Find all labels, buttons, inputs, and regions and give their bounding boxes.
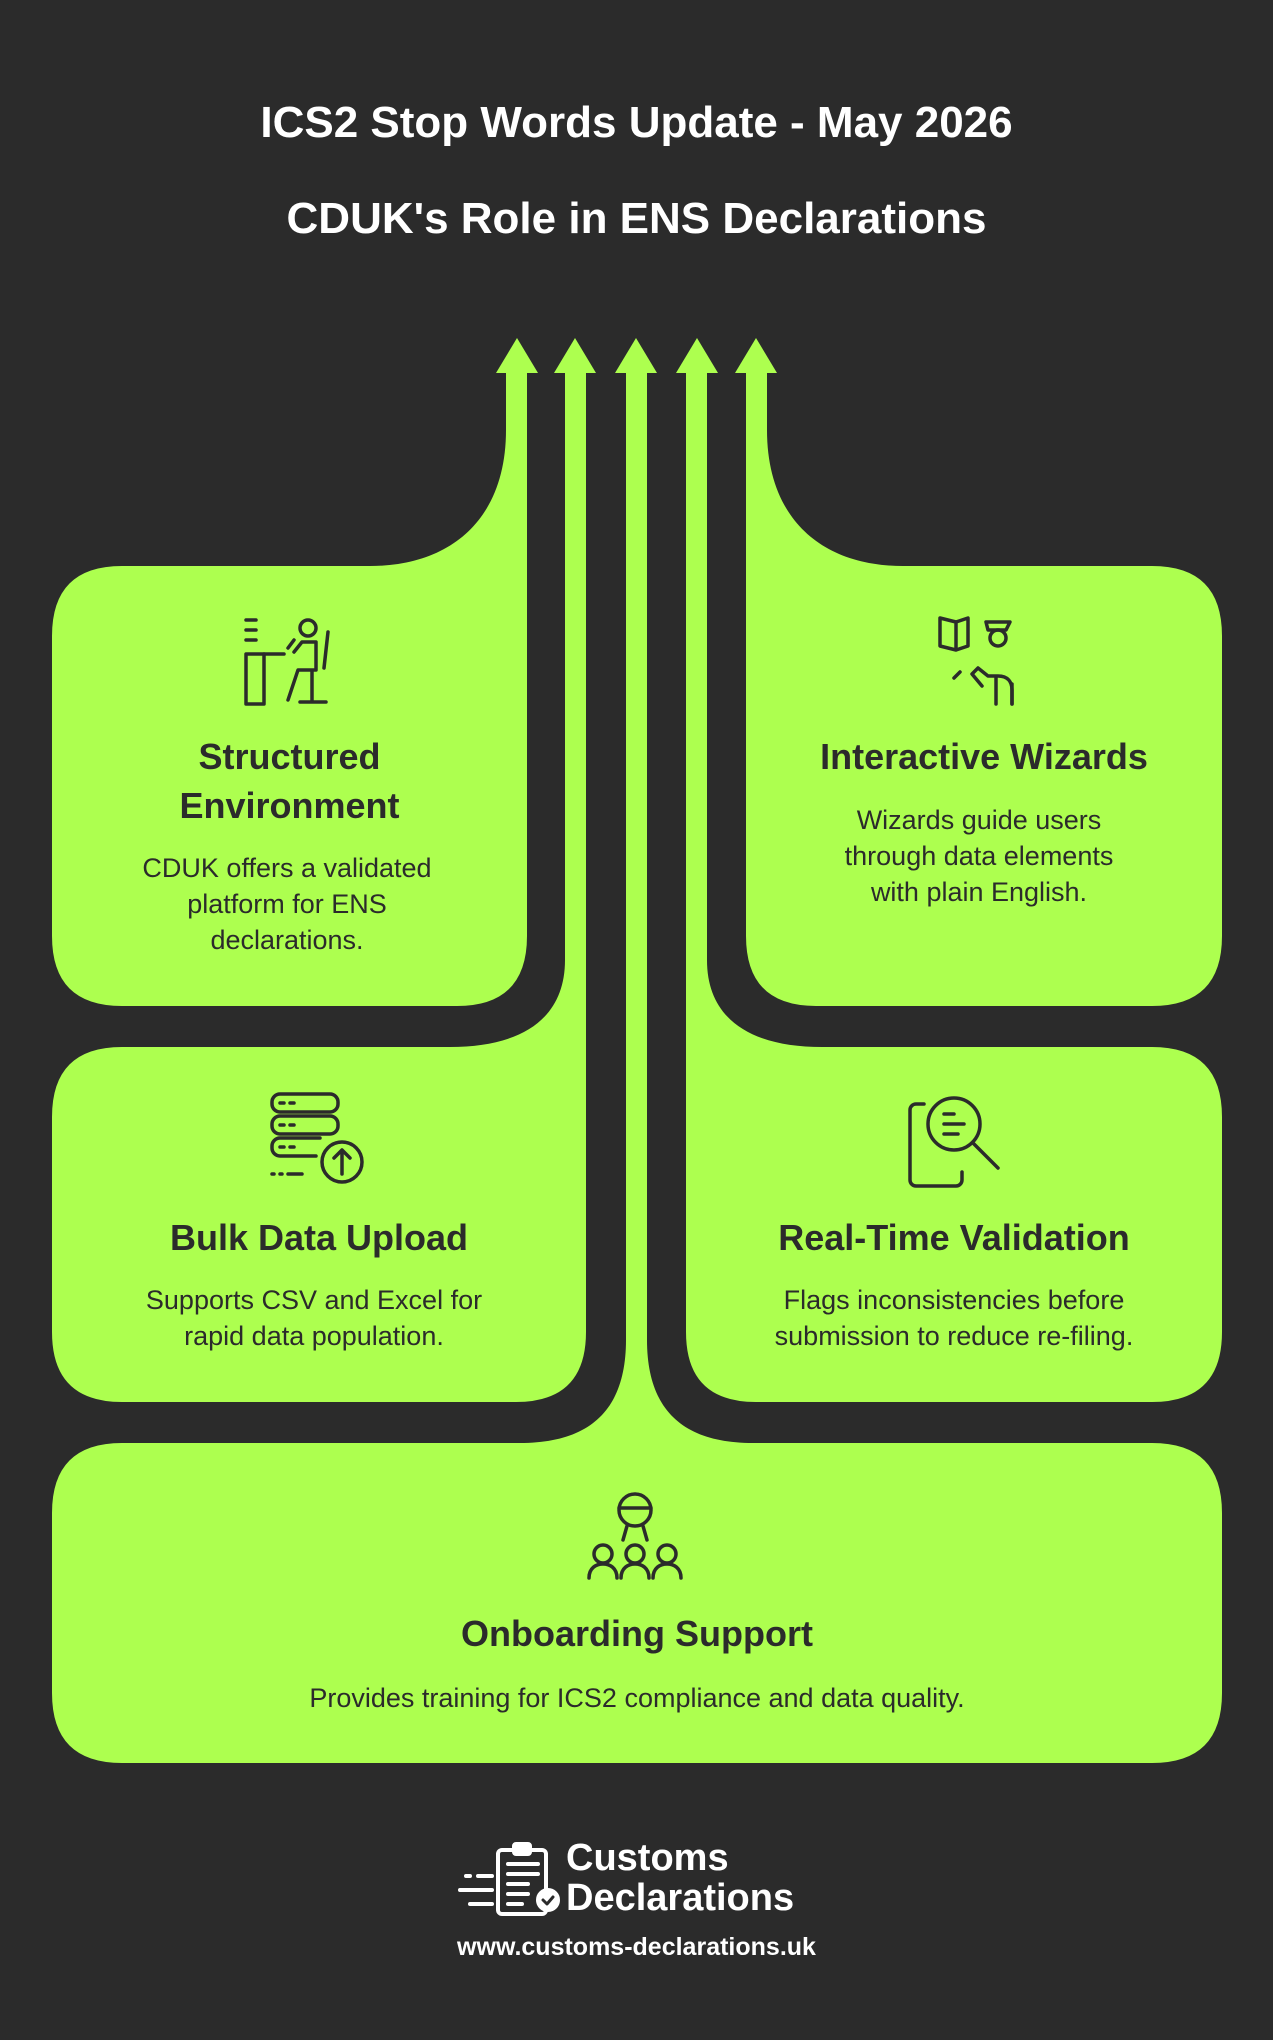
- document-search-icon: [904, 1090, 1004, 1190]
- description-line: Supports CSV and Excel for: [145, 1285, 483, 1315]
- logo-line: Declarations: [566, 1877, 795, 1919]
- page-title: ICS2 Stop Words Update - May 2026: [260, 98, 1013, 147]
- database-upload-icon: [268, 1090, 368, 1190]
- description-line: platform for ENS: [187, 889, 387, 919]
- card-title-bulk-data-upload: Bulk Data Upload: [169, 1217, 469, 1258]
- title-line: Environment: [179, 785, 400, 826]
- page-subtitle: CDUK's Role in ENS Declarations: [286, 194, 987, 243]
- card-title-structured-environment: Structured Environment: [52, 732, 527, 830]
- description-line: CDUK offers a validated: [142, 853, 432, 883]
- description-line: Flags inconsistencies before: [783, 1285, 1125, 1315]
- card-shape-interactive-wizards: [746, 370, 1222, 1006]
- card-shape-bulk-data-upload: [52, 370, 586, 1402]
- card-title-real-time-validation: Real-Time Validation: [778, 1217, 1130, 1258]
- arrow-head: [735, 338, 777, 373]
- card-shape-onboarding-support: [52, 370, 1222, 1763]
- card-title-interactive-wizards: Interactive Wizards: [820, 736, 1148, 777]
- website-link[interactable]: www.customs-declarations.uk: [457, 1933, 816, 1961]
- guide-with-book-icon: [936, 614, 1030, 708]
- card-description-onboarding-support: Provides training for ICS2 compliance an…: [309, 1683, 965, 1713]
- description-line: declarations.: [210, 925, 364, 955]
- card-description-bulk-data-upload: Supports CSV and Excel for rapid data po…: [52, 1282, 576, 1354]
- card-description-interactive-wizards: Wizards guide users through data element…: [746, 802, 1212, 910]
- card-title-onboarding-support: Onboarding Support: [461, 1613, 813, 1654]
- description-line: through data elements: [844, 841, 1114, 871]
- person-at-desk-icon: [242, 614, 336, 708]
- logo-line: Customs: [566, 1837, 729, 1879]
- card-description-real-time-validation: Flags inconsistencies before submission …: [686, 1282, 1222, 1354]
- title-line: Structured: [198, 736, 381, 777]
- arrow-head: [615, 338, 657, 373]
- description-line: Wizards guide users: [856, 805, 1102, 835]
- card-shape-real-time-validation: [686, 370, 1222, 1402]
- arrow-head: [554, 338, 596, 373]
- description-line: rapid data population.: [184, 1321, 444, 1351]
- clipboard-check-logo-icon: [456, 1840, 566, 1920]
- description-line: with plain English.: [870, 877, 1088, 907]
- description-line: submission to reduce re-filing.: [774, 1321, 1134, 1351]
- card-description-structured-environment: CDUK offers a validated platform for ENS…: [52, 850, 522, 958]
- arrow-head: [496, 338, 538, 373]
- card-shape-structured-environment: [52, 370, 527, 1006]
- logo-wordmark: Customs Declarations: [566, 1838, 794, 1918]
- trainer-group-icon: [586, 1490, 684, 1582]
- arrow-head: [676, 338, 718, 373]
